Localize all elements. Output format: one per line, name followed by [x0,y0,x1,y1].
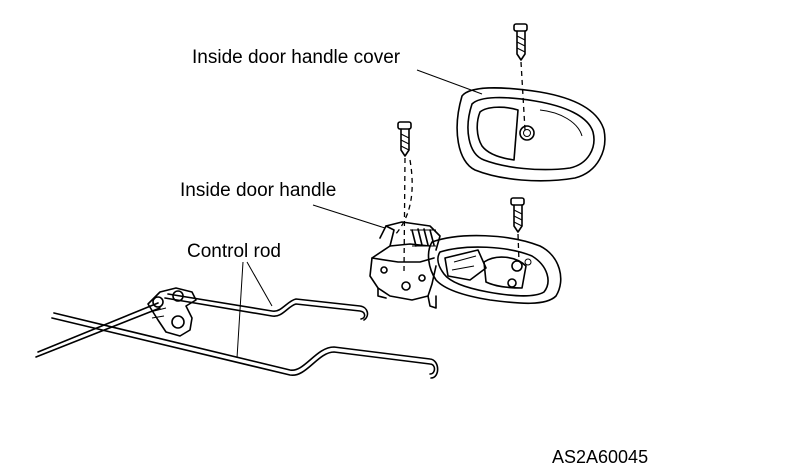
handle-cover-part [456,87,606,182]
leader-handle [312,204,386,229]
screw-cover [513,23,528,61]
control-rod-upper [164,293,369,321]
leader-rod-upper [246,261,273,307]
rod-connector [147,287,197,337]
screw-handle-right [510,197,525,233]
control-rod-lower [51,312,439,379]
figure-code: AS2A60045 [552,447,649,467]
label-control-rod: Control rod [187,241,281,262]
screw-handle-left-axis [403,157,406,273]
label-inside-door-handle: Inside door handle [180,180,337,201]
inside-door-handle-part [369,221,562,309]
screw-handle-left [397,121,412,157]
label-inside-door-handle-cover: Inside door handle cover [192,47,401,68]
link-rod [35,302,161,358]
screw-handle-right-axis [517,233,520,263]
screw-cover-axis [520,61,526,131]
